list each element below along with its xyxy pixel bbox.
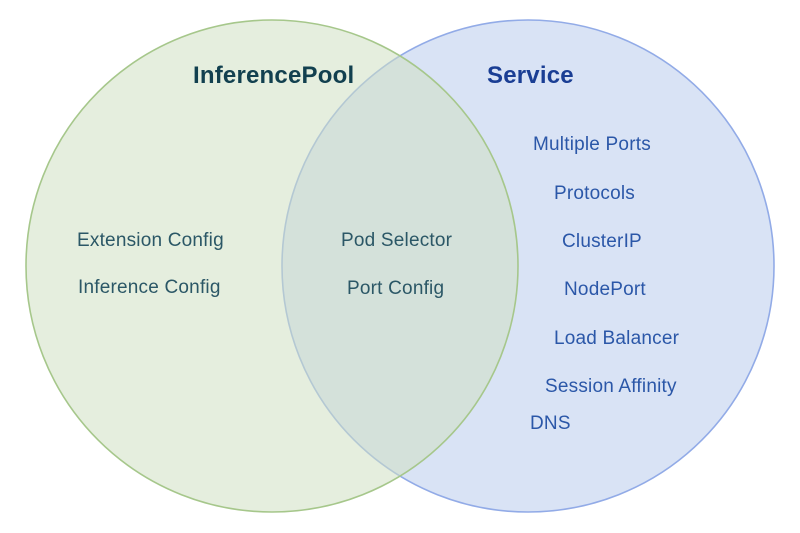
- service-item-session-affinity: Session Affinity: [545, 376, 677, 397]
- service-item-dns: DNS: [530, 413, 571, 434]
- service-item-protocols: Protocols: [554, 183, 636, 204]
- service-item-nodeport: NodePort: [564, 279, 646, 300]
- inferencepool-item-extension-config: Extension Config: [77, 230, 224, 251]
- overlap-item-port-config: Port Config: [347, 278, 445, 299]
- inferencepool-circle: [25, 19, 519, 513]
- service-item-multiple-ports: Multiple Ports: [533, 134, 651, 155]
- inferencepool-title: InferencePool: [193, 62, 355, 89]
- service-item-load-balancer: Load Balancer: [554, 328, 680, 349]
- overlap-item-pod-selector: Pod Selector: [341, 230, 453, 251]
- service-item-clusterip: ClusterIP: [562, 231, 642, 252]
- inferencepool-item-inference-config: Inference Config: [78, 277, 221, 298]
- service-title: Service: [487, 62, 574, 89]
